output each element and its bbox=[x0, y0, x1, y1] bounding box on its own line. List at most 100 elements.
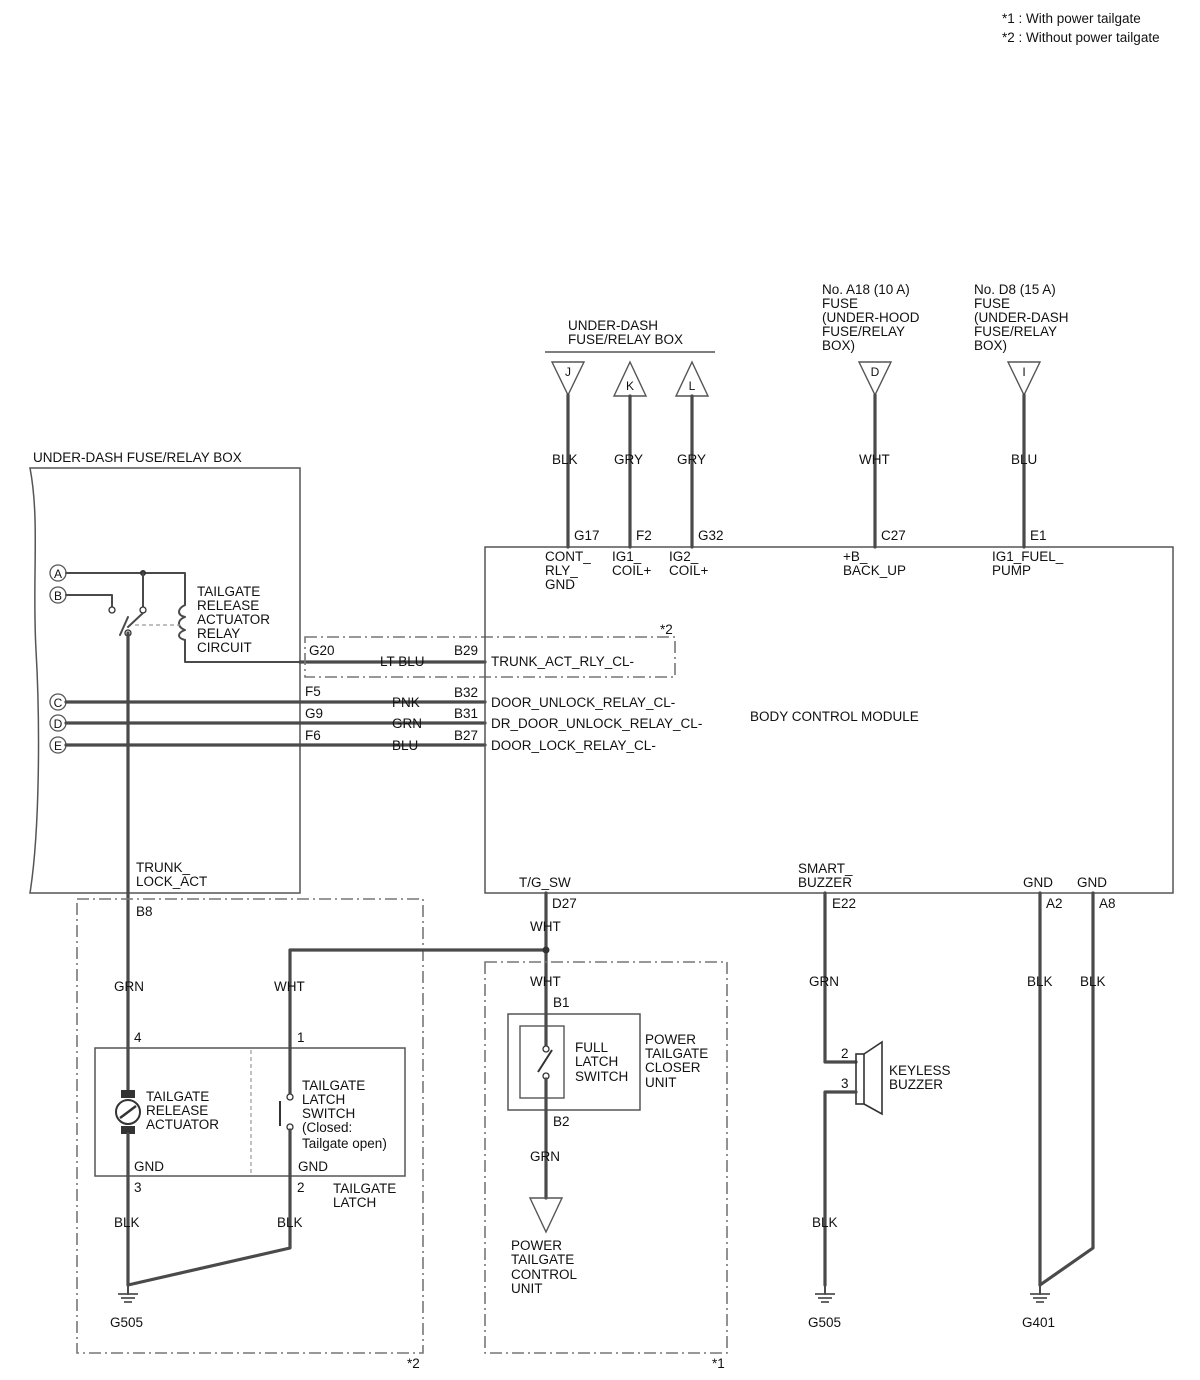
control-unit-2: TAILGATE bbox=[511, 1252, 574, 1267]
tailgate-latch-box bbox=[94, 1047, 406, 1177]
wire-label-buzz-e22: GRN bbox=[809, 974, 839, 989]
pin-f2: F2 bbox=[636, 528, 652, 543]
pin-d27: D27 bbox=[552, 896, 577, 911]
full-latch-label-1: FULL bbox=[575, 1040, 609, 1055]
star2-top: *2 bbox=[660, 622, 673, 637]
closer-unit-1: POWER bbox=[645, 1032, 696, 1047]
left-fuse-box-outline bbox=[29, 467, 301, 894]
pin-bz2: 2 bbox=[841, 1046, 849, 1061]
pin-b2: B2 bbox=[553, 1114, 570, 1129]
tailgate-relay-circuit bbox=[65, 570, 301, 663]
relay-label-4: RELAY bbox=[197, 626, 240, 641]
top-fuse-box-title-1: UNDER-DASH bbox=[568, 318, 658, 333]
control-unit-4: UNIT bbox=[511, 1281, 543, 1296]
svg-text:D: D bbox=[871, 365, 880, 379]
option-box-trunk-act bbox=[304, 636, 676, 678]
star2-bottom: *2 bbox=[407, 1356, 420, 1371]
bcm-sig-e1-2: PUMP bbox=[992, 563, 1031, 578]
svg-text:J: J bbox=[565, 365, 571, 379]
latch-switch-icon bbox=[279, 1046, 294, 1178]
ground-g401: G401 bbox=[1022, 1315, 1055, 1330]
bcm-sig-gnd1: GND bbox=[1023, 875, 1053, 890]
latch-unit-1: TAILGATE bbox=[333, 1181, 396, 1196]
fuse-d8-2: FUSE bbox=[974, 296, 1010, 311]
wire-latch-wht bbox=[288, 948, 548, 1050]
bcm-sig-b32: DOOR_UNLOCK_RELAY_CL- bbox=[491, 695, 675, 710]
svg-text:C: C bbox=[54, 696, 63, 710]
wire-label-d: WHT bbox=[859, 452, 890, 467]
wire-act-gnd bbox=[126, 1174, 292, 1287]
trunk-lock-act-label-2: LOCK_ACT bbox=[136, 874, 207, 889]
wire-label-k: GRY bbox=[614, 452, 643, 467]
bcm-sig-tg: T/G_SW bbox=[519, 875, 571, 890]
latch-unit-2: LATCH bbox=[333, 1195, 376, 1210]
switch-label-5: Tailgate open) bbox=[302, 1136, 387, 1151]
pin-g17: G17 bbox=[574, 528, 600, 543]
note-1: *1 : With power tailgate bbox=[1002, 11, 1141, 26]
control-unit-3: CONTROL bbox=[511, 1267, 577, 1282]
trunk-lock-act-label-1: TRUNK_ bbox=[136, 860, 190, 875]
svg-text:L: L bbox=[689, 379, 696, 393]
pin-g20: G20 bbox=[309, 643, 335, 658]
connector-fuse-i: I bbox=[1006, 361, 1042, 397]
fuse-d8-5: BOX) bbox=[974, 338, 1007, 353]
connector-l: L bbox=[674, 360, 710, 397]
latch-gnd-right: GND bbox=[298, 1159, 328, 1174]
bcm-sig-f2-2: COIL+ bbox=[612, 563, 652, 578]
fuse-a18-1: No. A18 (10 A) bbox=[822, 282, 910, 297]
pin-g9: G9 bbox=[305, 706, 323, 721]
pin-3: 3 bbox=[134, 1180, 142, 1195]
pin-b31: B31 bbox=[454, 706, 478, 721]
wire-label-i: BLU bbox=[1011, 452, 1037, 467]
pin-bz3: 3 bbox=[841, 1076, 849, 1091]
bcm-sig-c27-2: BACK_UP bbox=[843, 563, 906, 578]
buzzer-name-2: BUZZER bbox=[889, 1077, 943, 1092]
wire-label-pnk: PNK bbox=[392, 695, 420, 710]
wire-label-a2: BLK bbox=[1027, 974, 1053, 989]
ground-g505-right: G505 bbox=[808, 1315, 841, 1330]
pin-a8: A8 bbox=[1099, 896, 1116, 911]
fuse-a18-4: FUSE/RELAY bbox=[822, 324, 905, 339]
bcm-sig-g32-1: IG2_ bbox=[669, 549, 699, 564]
top-fuse-box-title-2: FUSE/RELAY BOX bbox=[568, 332, 683, 347]
pin-4: 4 bbox=[134, 1030, 142, 1045]
bcm-box bbox=[484, 546, 1174, 894]
wire-label-a8: BLK bbox=[1080, 974, 1106, 989]
option-box-closer bbox=[484, 961, 728, 1354]
bcm-sig-b31: DR_DOOR_UNLOCK_RELAY_CL- bbox=[491, 716, 702, 731]
switch-label-1: TAILGATE bbox=[302, 1078, 365, 1093]
bcm-name: BODY CONTROL MODULE bbox=[750, 709, 919, 724]
wire-label-l: GRY bbox=[677, 452, 706, 467]
switch-label-3: SWITCH bbox=[302, 1106, 355, 1121]
wire-label-act-gnd: BLK bbox=[114, 1215, 140, 1230]
wire-label-pwr-b2: GRN bbox=[530, 1149, 560, 1164]
left-fuse-box-title: UNDER-DASH FUSE/RELAY BOX bbox=[33, 450, 242, 465]
bcm-sig-f2-1: IG1_ bbox=[612, 549, 642, 564]
full-latch-label-3: SWITCH bbox=[575, 1069, 628, 1084]
junction-tg-sw bbox=[542, 946, 550, 954]
wire-label-grn: GRN bbox=[392, 716, 422, 731]
wire-buzzer-gnd bbox=[823, 1090, 858, 1287]
fuse-a18-5: BOX) bbox=[822, 338, 855, 353]
wire-label-latch-gnd: BLK bbox=[277, 1215, 303, 1230]
fuse-d8-3: (UNDER-DASH bbox=[974, 310, 1069, 325]
connector-power-control bbox=[528, 1197, 564, 1234]
relay-label-5: CIRCUIT bbox=[197, 640, 252, 655]
actuator-label-3: ACTUATOR bbox=[146, 1117, 219, 1132]
relay-label-3: ACTUATOR bbox=[197, 612, 270, 627]
ground-g505-left: G505 bbox=[110, 1315, 143, 1330]
fuse-d8-1: No. D8 (15 A) bbox=[974, 282, 1056, 297]
switch-label-4: (Closed: bbox=[302, 1120, 352, 1135]
svg-text:K: K bbox=[626, 379, 634, 393]
pin-a2: A2 bbox=[1046, 896, 1063, 911]
pin-e22: E22 bbox=[832, 896, 856, 911]
wire-label-b8: GRN bbox=[114, 979, 144, 994]
wire-label-latch1: WHT bbox=[274, 979, 305, 994]
bcm-sig-g32-2: COIL+ bbox=[669, 563, 709, 578]
pin-b29: B29 bbox=[454, 643, 478, 658]
svg-text:B: B bbox=[54, 589, 62, 603]
wire-label-j: BLK bbox=[552, 452, 578, 467]
wire-label-buzz-gnd: BLK bbox=[812, 1215, 838, 1230]
closer-unit-2: TAILGATE bbox=[645, 1046, 708, 1061]
